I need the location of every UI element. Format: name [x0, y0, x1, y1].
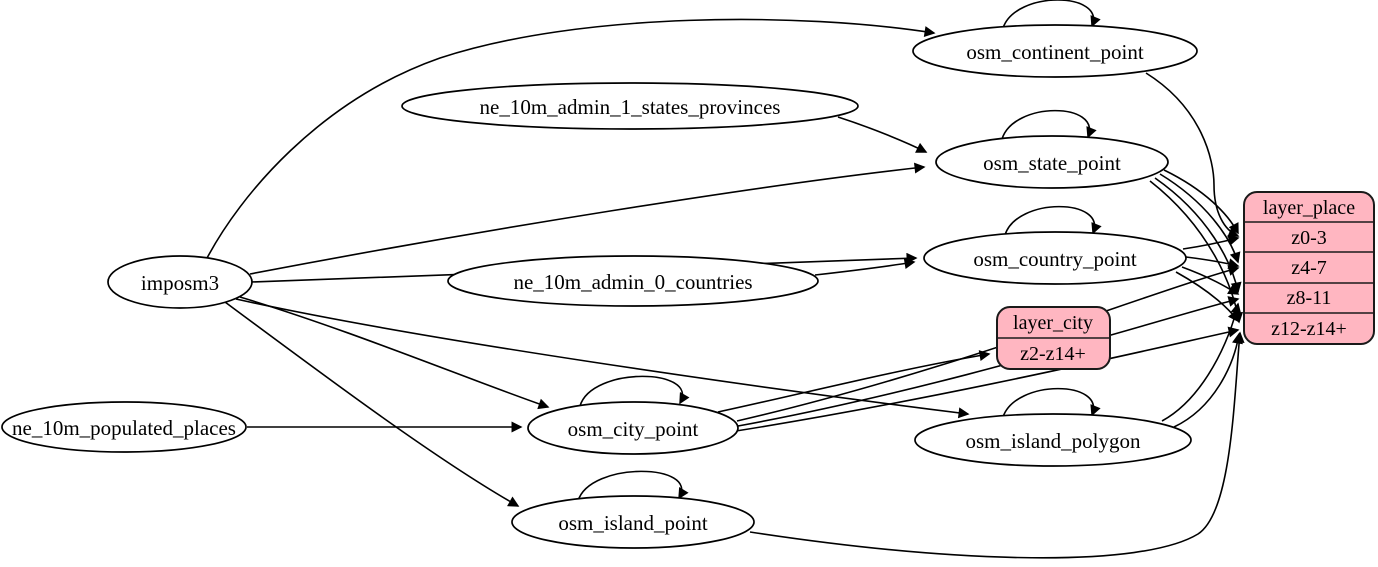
- node-ne_10m_populated_places-shape: [1, 401, 247, 453]
- edge-imposm3-to-osm_continent_point: [205, 18, 936, 261]
- edge-osm_state_point-to-layer_place-z8-11: [1154, 177, 1242, 294]
- edge-osm_country_point-to-layer_place-z4-7: [1185, 256, 1240, 270]
- edge-osm_continent_point-to-layer_place-z0-3: [1145, 72, 1240, 238]
- record-layer_place-box: [1243, 191, 1375, 345]
- node-osm_island_point-shape: [511, 495, 755, 549]
- edge-osm_country_point-to-layer_place-z12-z14: [1175, 271, 1239, 323]
- node-osm_country_point-shape: [923, 231, 1187, 285]
- node-osm_state_point: osm_state_point: [935, 135, 1169, 189]
- self-loop-osm_island_point: [577, 470, 689, 502]
- edge-osm_city_point-to-layer_place-z4-7: [736, 265, 1240, 422]
- node-imposm3-shape: [107, 255, 253, 309]
- edge-imposm3-to-osm_island_polygon: [235, 298, 970, 419]
- node-osm_island_polygon: osm_island_polygon: [914, 413, 1192, 467]
- edge-imposm3-to-osm_state_point: [249, 162, 926, 275]
- node-osm_city_point: osm_city_point: [527, 401, 739, 455]
- node-ne_10m_admin_1_states_provinces: ne_10m_admin_1_states_provinces: [401, 82, 859, 130]
- self-loop-osm_city_point: [579, 375, 690, 407]
- node-ne_10m_admin_0_countries-shape: [447, 255, 819, 307]
- self-loop-osm_state_point: [1001, 109, 1097, 140]
- record-layer_place-title: layer_place: [1263, 197, 1355, 219]
- edge-osm_country_point-to-layer_place-z8-11: [1181, 266, 1240, 295]
- edge-ne_10m_admin_0_countries-to-osm_country_point: [814, 258, 916, 276]
- node-osm_continent_point-shape: [912, 24, 1198, 78]
- record-layer_place-row-z12-z14: z12-z14+: [1271, 318, 1347, 340]
- edge-osm_state_point-to-layer_place-z4-7: [1159, 173, 1241, 264]
- node-osm_city_point-label: osm_city_point: [568, 417, 699, 441]
- edge-osm_city_point-to-layer_place-z8-11: [737, 296, 1240, 427]
- node-ne_10m_admin_0_countries-label: ne_10m_admin_0_countries: [513, 270, 752, 294]
- record-layer_place-row-z4-7: z4-7: [1291, 257, 1327, 279]
- node-ne_10m_admin_0_countries: ne_10m_admin_0_countries: [447, 255, 819, 307]
- self-loop-osm_island_polygon: [1002, 387, 1101, 418]
- node-osm_country_point: osm_country_point: [923, 231, 1187, 285]
- record-layer_place-row-z0-3: z0-3: [1291, 227, 1327, 249]
- self-loop-osm_country_point: [1004, 205, 1102, 236]
- node-osm_island_polygon-shape: [914, 413, 1192, 467]
- node-imposm3: imposm3: [107, 255, 253, 309]
- edge-osm_city_point-to-layer_place-z12-z14: [735, 326, 1240, 432]
- edge-osm_island_point-to-layer_place-z12-z14: [749, 331, 1245, 559]
- record-layer_city-title: layer_city: [1013, 312, 1093, 334]
- node-osm_country_point-label: osm_country_point: [973, 247, 1136, 271]
- node-ne_10m_populated_places: ne_10m_populated_places: [1, 401, 247, 453]
- node-imposm3-label: imposm3: [141, 271, 219, 295]
- record-layer_place: layer_place z0-3 z4-7 z8-11 z12-z14+: [1243, 191, 1375, 345]
- node-osm_island_polygon-label: osm_island_polygon: [965, 429, 1141, 453]
- edge-osm_island_polygon-to-layer_place-z12-z14: [1173, 332, 1243, 428]
- self-loop-osm_continent_point: [1002, 0, 1101, 29]
- node-osm_state_point-shape: [935, 135, 1169, 189]
- edge-imposm3-to-osm_city_point: [239, 296, 550, 410]
- edge-osm_country_point-to-layer_place-z0-3: [1182, 234, 1240, 250]
- record-layer_place-row-z8-11: z8-11: [1287, 287, 1332, 309]
- record-layer_city-row-z2-z14: z2-z14+: [1020, 343, 1086, 365]
- node-osm_island_point: osm_island_point: [511, 495, 755, 549]
- node-osm_continent_point: osm_continent_point: [912, 24, 1198, 78]
- edge-layer: [205, 0, 1245, 559]
- node-ne_10m_admin_1_states_provinces-shape: [401, 82, 859, 130]
- node-osm_state_point-label: osm_state_point: [983, 151, 1121, 175]
- edge-osm_state_point-to-layer_place-z0-3: [1163, 169, 1239, 235]
- edge-ne_10m_admin_1_states_provinces-to-osm_state_point: [837, 116, 928, 153]
- node-osm_island_point-label: osm_island_point: [558, 511, 708, 535]
- edge-osm_island_polygon-to-layer_place-z8-11: [1161, 302, 1242, 422]
- node-ne_10m_populated_places-label: ne_10m_populated_places: [12, 416, 236, 440]
- node-ne_10m_admin_1_states_provinces-label: ne_10m_admin_1_states_provinces: [480, 95, 781, 119]
- node-osm_city_point-shape: [527, 401, 739, 455]
- node-osm_continent_point-label: osm_continent_point: [966, 40, 1143, 64]
- record-layer_city: layer_city z2-z14+: [996, 306, 1111, 370]
- edge-imposm3-to-osm_island_point: [224, 301, 520, 507]
